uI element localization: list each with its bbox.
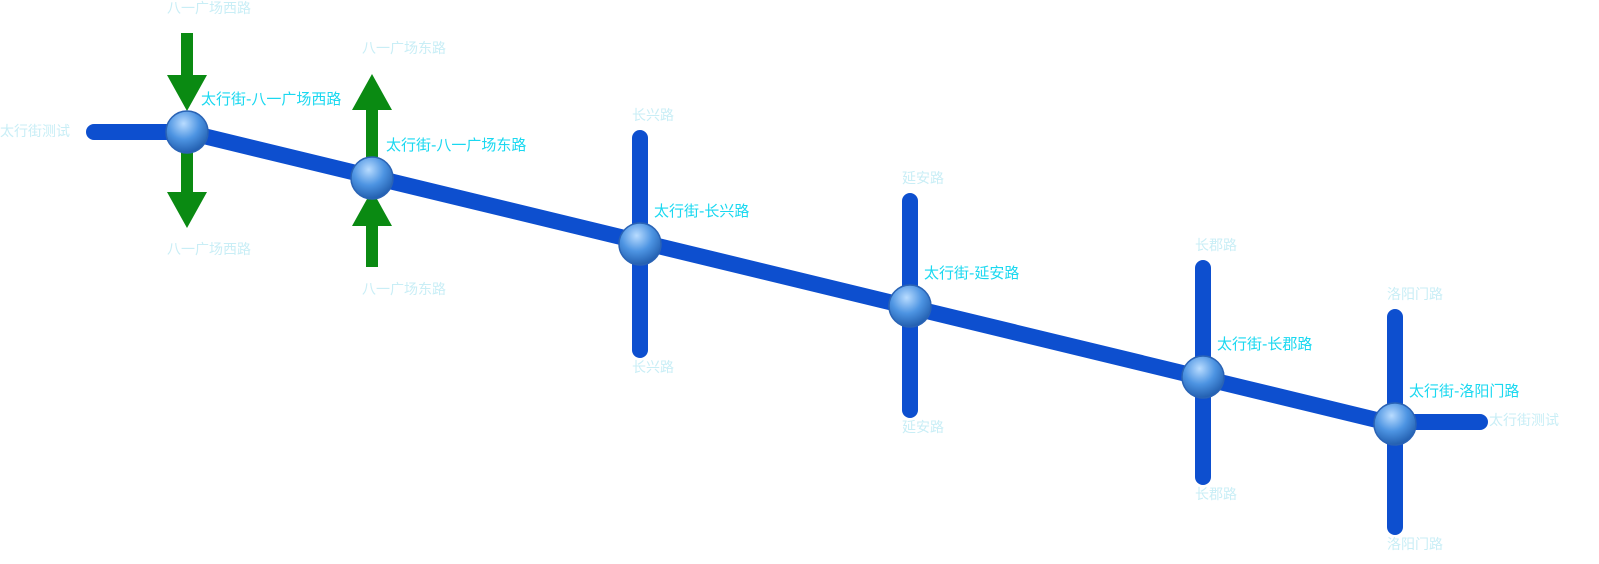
cross-road-top-label: 长兴路 — [632, 108, 674, 124]
arrow-down-bottom — [167, 150, 207, 228]
cross-road-top-label: 八一广场东路 — [362, 41, 446, 57]
arrow-up-top — [352, 74, 392, 157]
cross-road-top-label: 长郡路 — [1195, 238, 1237, 254]
intersection-label-6: 太行街-洛阳门路 — [1409, 382, 1519, 400]
intersection-node-3[interactable] — [618, 222, 662, 266]
main-road-east-label: 太行街测试 — [1489, 413, 1559, 429]
intersection-node-4[interactable] — [888, 284, 932, 328]
cross-road-bottom-label: 八一广场西路 — [167, 242, 251, 258]
cross-road-bottom-label: 延安路 — [902, 420, 944, 436]
cross-road-top-label: 延安路 — [902, 171, 944, 187]
intersection-node-2[interactable] — [350, 156, 394, 200]
intersection-node-6[interactable] — [1373, 402, 1417, 446]
intersection-label-3: 太行街-长兴路 — [654, 202, 749, 220]
cross-road-top-label: 八一广场西路 — [167, 1, 251, 17]
cross-road-top-label: 洛阳门路 — [1387, 287, 1443, 303]
intersection-node-1[interactable] — [165, 110, 209, 154]
intersection-label-5: 太行街-长郡路 — [1217, 335, 1312, 353]
intersection-node-5[interactable] — [1181, 355, 1225, 399]
main-road-line — [86, 124, 1488, 430]
intersection-nodes: 太行街-八一广场西路太行街-八一广场东路太行街-长兴路太行街-延安路太行街-长郡… — [165, 90, 1519, 446]
intersection-label-2: 太行街-八一广场东路 — [386, 136, 526, 154]
cross-road-bottom-label: 八一广场东路 — [362, 282, 446, 298]
intersection-label-1: 太行街-八一广场西路 — [201, 90, 341, 108]
arrow-up-bottom — [352, 190, 392, 267]
cross-road-bottom-label: 长郡路 — [1195, 487, 1237, 503]
main-road-west-label: 太行街测试 — [0, 124, 70, 140]
main-road: 太行街测试 太行街测试 — [0, 124, 1559, 430]
arrow-down-top — [167, 33, 207, 111]
cross-road-bottom-label: 洛阳门路 — [1387, 537, 1443, 553]
cross-road-bottom-label: 长兴路 — [632, 360, 674, 376]
intersection-label-4: 太行街-延安路 — [924, 264, 1019, 282]
